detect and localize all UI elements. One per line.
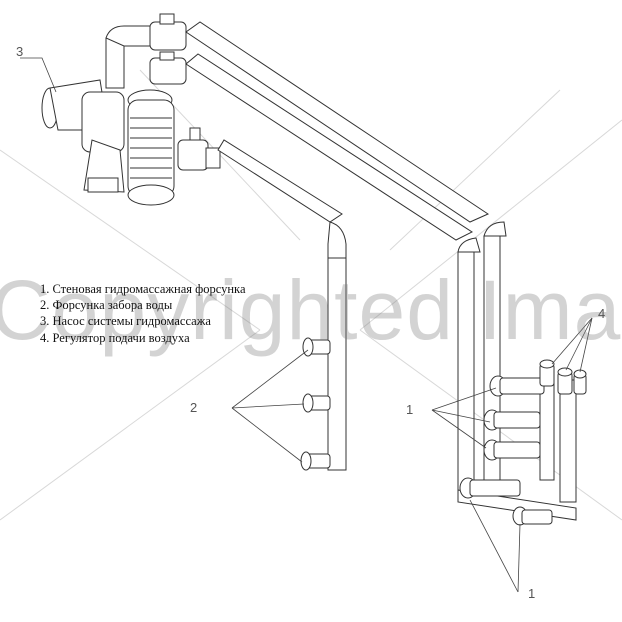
pipe-right-elbow-2 bbox=[483, 221, 507, 237]
legend-item-2: 2. Форсунка забора воды bbox=[40, 298, 173, 313]
wall-jet-2 bbox=[483, 409, 541, 431]
callout-air: 4 bbox=[598, 306, 606, 321]
leader-1a bbox=[431, 387, 497, 411]
callout-intake: 2 bbox=[190, 400, 198, 415]
air-regulator-2 bbox=[557, 367, 573, 395]
legend-item-3: 3. Насос системы гидромассажа bbox=[40, 314, 211, 329]
intake-jet-3 bbox=[300, 451, 331, 471]
wall-jet-3 bbox=[483, 439, 541, 461]
pump-outlet-valve bbox=[177, 127, 221, 171]
pipe-diagonal-2 bbox=[185, 53, 474, 241]
leader-1c bbox=[431, 409, 487, 449]
legend: 1. Стеновая гидромассажная форсунка 2. Ф… bbox=[40, 281, 246, 346]
leader-2b bbox=[231, 403, 305, 409]
callout-jets-upper: 1 bbox=[406, 402, 414, 417]
wall-jet-4 bbox=[459, 477, 521, 499]
pump bbox=[41, 79, 175, 206]
top-valve bbox=[149, 13, 187, 85]
watermark: Copyrighted Image bbox=[0, 263, 622, 357]
leader-4b bbox=[565, 317, 593, 371]
leader-1b bbox=[431, 409, 491, 423]
callout-jets-lower: 1 bbox=[528, 586, 536, 601]
pipe-outlet-elbow bbox=[327, 221, 347, 259]
wall-jet-1 bbox=[489, 375, 545, 397]
air-regulator-1 bbox=[539, 359, 555, 387]
pipe-pump-riser bbox=[105, 37, 125, 89]
leader-1d bbox=[469, 499, 519, 593]
pipe-outlet-run bbox=[217, 139, 343, 223]
intake-jet-2 bbox=[302, 393, 331, 413]
leader-1e bbox=[517, 523, 521, 593]
air-regulator-3 bbox=[573, 369, 587, 395]
legend-item-4: 4. Регулятор подачи воздуха bbox=[40, 330, 190, 345]
callout-pump: 3 bbox=[16, 44, 24, 59]
intake-jet-1 bbox=[302, 337, 331, 357]
leader-2a bbox=[231, 349, 309, 409]
pipe-air-riser bbox=[559, 379, 577, 503]
wall-jet-5 bbox=[512, 506, 553, 526]
leader-2c bbox=[231, 407, 303, 463]
pipe-right-elbow-1 bbox=[457, 237, 481, 253]
leader-3 bbox=[20, 57, 57, 93]
leader-4a bbox=[551, 317, 593, 365]
legend-item-1: 1. Стеновая гидромассажная форсунка bbox=[40, 282, 246, 296]
pipe-diagonal-1 bbox=[185, 21, 490, 223]
pipe-air-riser-2 bbox=[539, 379, 555, 481]
leader-4c bbox=[579, 317, 593, 373]
